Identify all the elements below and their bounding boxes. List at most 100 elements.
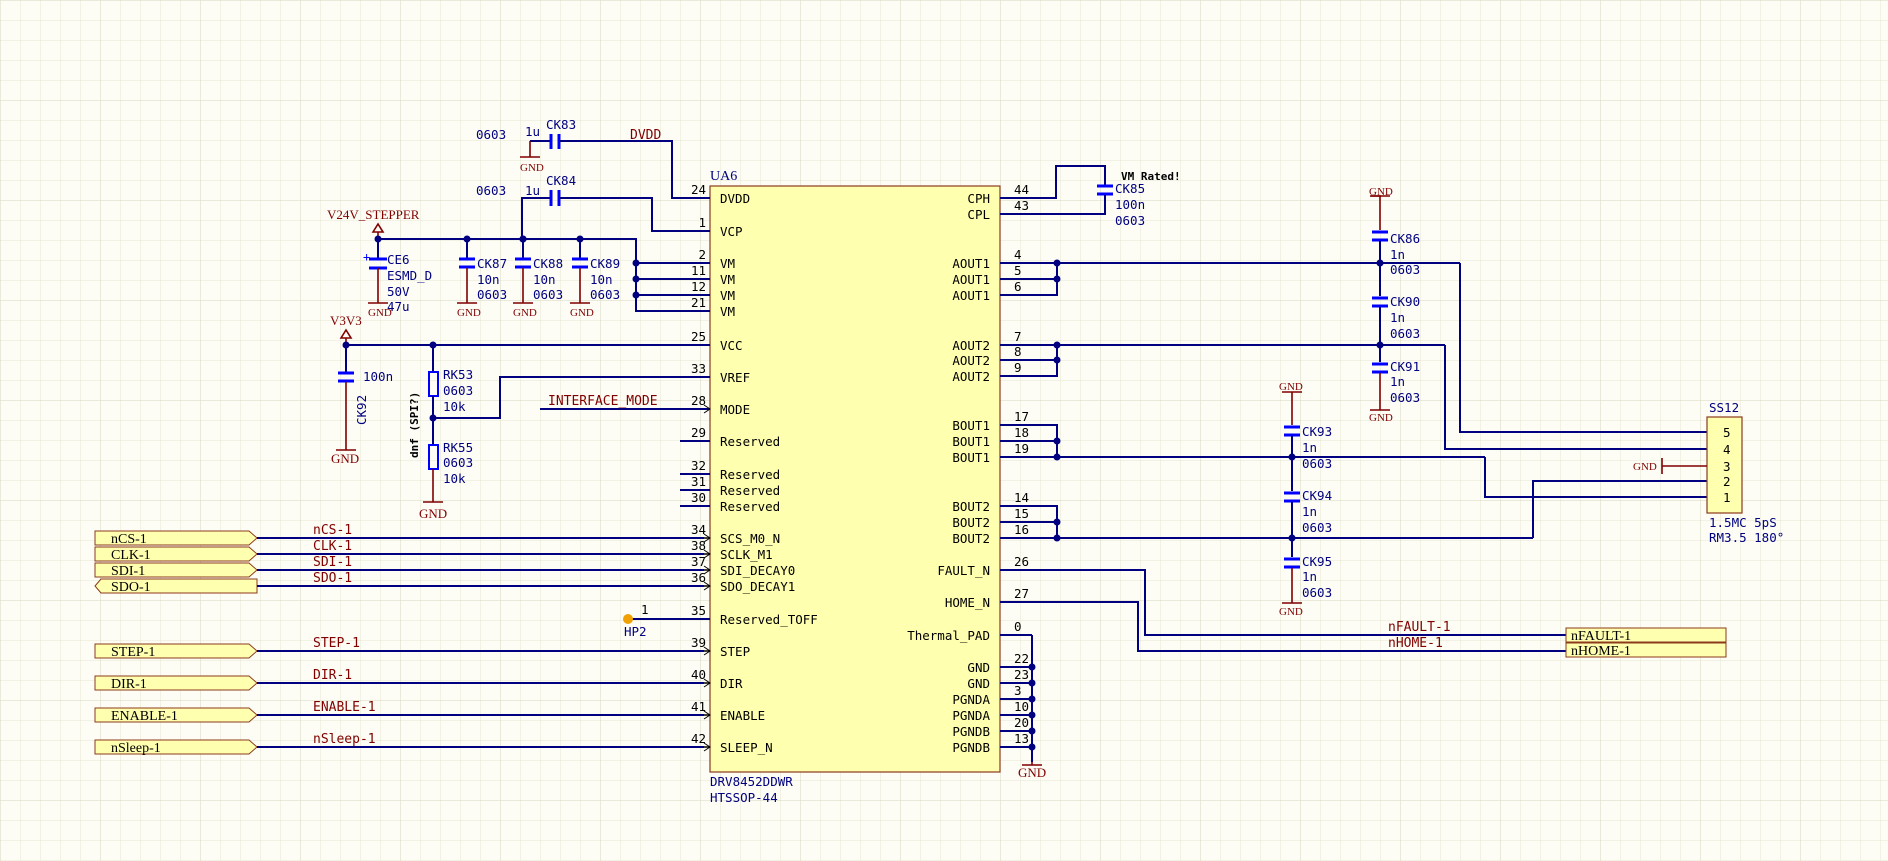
port-shape[interactable] <box>94 546 258 562</box>
connector-pin-number: 1 <box>1723 490 1731 505</box>
rk53-size: 0603 <box>443 383 473 398</box>
port-shape[interactable] <box>94 562 258 578</box>
ic-pin-number: 15 <box>1014 506 1029 521</box>
wire <box>521 197 550 239</box>
junction <box>1028 711 1036 719</box>
ic-pin-number: 3 <box>1014 683 1022 698</box>
ic-pin-number: 7 <box>1014 329 1022 344</box>
ic-pin-number: 14 <box>1014 490 1029 505</box>
ck90-value: 1n <box>1390 310 1405 325</box>
port-shape[interactable] <box>94 643 258 659</box>
connector-pin-number: 2 <box>1723 474 1731 489</box>
ic-pin-name: AOUT1 <box>952 288 990 303</box>
ic-pin-number: 20 <box>1014 715 1029 730</box>
wire-dvdd <box>560 140 710 199</box>
port-3[interactable]: SDO-1 <box>94 578 258 595</box>
ic-pin-name: ENABLE <box>720 708 765 723</box>
junction <box>429 414 437 422</box>
junction <box>1028 743 1036 751</box>
ic-left-pins: 24DVDD1VCP2VM11VM12VM21VM25VCC33VREF28MO… <box>680 182 818 755</box>
port-shape[interactable] <box>94 675 258 691</box>
ic-pin-name: DIR <box>720 676 743 691</box>
ic-pin-number: 29 <box>691 425 706 440</box>
net-label: ENABLE-1 <box>313 700 376 715</box>
ic-pin-number: 22 <box>1014 651 1029 666</box>
gnd-label: GND <box>520 162 544 174</box>
ic-pin-name: SDI_DECAY0 <box>720 563 795 578</box>
junction <box>1028 679 1036 687</box>
ic-pin-number: 21 <box>691 295 706 310</box>
ic-pin-number: 38 <box>691 538 706 553</box>
note-vm-rated: VM Rated! <box>1121 170 1181 183</box>
connector-body[interactable] <box>1706 416 1743 514</box>
ic-pin-number: 23 <box>1014 667 1029 682</box>
port-shape[interactable] <box>1565 642 1727 658</box>
junction <box>1053 341 1061 349</box>
port-0[interactable]: nCS-1 <box>94 530 258 547</box>
port-shape[interactable] <box>94 707 258 723</box>
ic-pin-number: 41 <box>691 699 706 714</box>
ic-pin-name: MODE <box>720 402 750 417</box>
input-arrow <box>703 742 711 752</box>
ic-pin-number: 27 <box>1014 586 1029 601</box>
gnd-pin-wires <box>1000 663 1036 751</box>
junction <box>1028 663 1036 671</box>
hp2-pad[interactable] <box>623 614 633 624</box>
gnd-label: GND <box>1279 381 1303 393</box>
ic-pin-number: 12 <box>691 279 706 294</box>
wire-vcp <box>560 197 710 232</box>
port-label: SDI-1 <box>111 564 145 579</box>
ic-pin-name: VM <box>720 304 735 319</box>
wire <box>1000 279 1058 296</box>
gnd-label: GND <box>368 307 392 319</box>
port-6[interactable]: ENABLE-1 <box>94 707 258 724</box>
port-nfault[interactable]: nFAULT-1 <box>1565 627 1727 644</box>
port-1[interactable]: CLK-1 <box>94 546 258 563</box>
wire-home <box>1000 601 1566 652</box>
wire-vm-rail <box>378 238 710 312</box>
junction <box>1053 356 1061 364</box>
gnd-label: GND <box>1279 606 1303 618</box>
ic-pin-number: 43 <box>1014 198 1029 213</box>
ic-pin-number: 44 <box>1014 182 1029 197</box>
gnd-symbol <box>1661 458 1707 474</box>
connector-pin-number: 3 <box>1723 459 1731 474</box>
ic-ua6[interactable]: UA6 DRV8452DDWR HTSSOP-44 24DVDD1VCP2VM1… <box>680 169 1030 805</box>
wire-vref <box>433 376 710 419</box>
wire-cph <box>1000 165 1106 199</box>
ic-body[interactable] <box>709 185 1001 773</box>
wire-bout2-conn <box>1532 480 1707 538</box>
port-shape[interactable] <box>1565 627 1727 643</box>
gnd-label: GND <box>1369 186 1393 198</box>
ck85-value: 100n <box>1115 197 1145 212</box>
ic-pin-name: BOUT1 <box>952 418 990 433</box>
port-2[interactable]: SDI-1 <box>94 562 258 579</box>
port-4[interactable]: STEP-1 <box>94 643 258 660</box>
port-5[interactable]: DIR-1 <box>94 675 258 692</box>
ic-pin-name: VM <box>720 272 735 287</box>
port-shape[interactable] <box>94 530 258 546</box>
ck88-value: 10n <box>533 272 556 287</box>
ic-pin-number: 39 <box>691 635 706 650</box>
left-ports: nCS-1nCS-1CLK-1CLK-1SDI-1SDI-1SDO-1SDO-1… <box>94 404 711 756</box>
ck89-size: 0603 <box>590 287 620 302</box>
rk55-note: dnf (SPI?) <box>408 392 421 458</box>
ck93-value: 1n <box>1302 440 1317 455</box>
net-label: SDI-1 <box>313 555 352 570</box>
rk55-value: 10k <box>443 471 466 486</box>
input-arrow <box>703 565 711 575</box>
gnd-symbol <box>368 268 388 304</box>
port-shape[interactable] <box>94 739 258 755</box>
port-7[interactable]: nSleep-1 <box>94 739 258 756</box>
gnd-symbol <box>520 141 540 158</box>
ck90-ref: CK90 <box>1390 294 1420 309</box>
port-nhome[interactable]: nHOME-1 <box>1565 642 1727 659</box>
ck86-value: 1n <box>1390 247 1405 262</box>
ic-pin-name: Reserved_TOFF <box>720 612 818 627</box>
ck92-value: 100n <box>363 369 393 384</box>
ic-pin-number: 28 <box>691 393 706 408</box>
gnd-label: GND <box>1369 412 1393 424</box>
ce6-volt: 50V <box>387 284 410 299</box>
